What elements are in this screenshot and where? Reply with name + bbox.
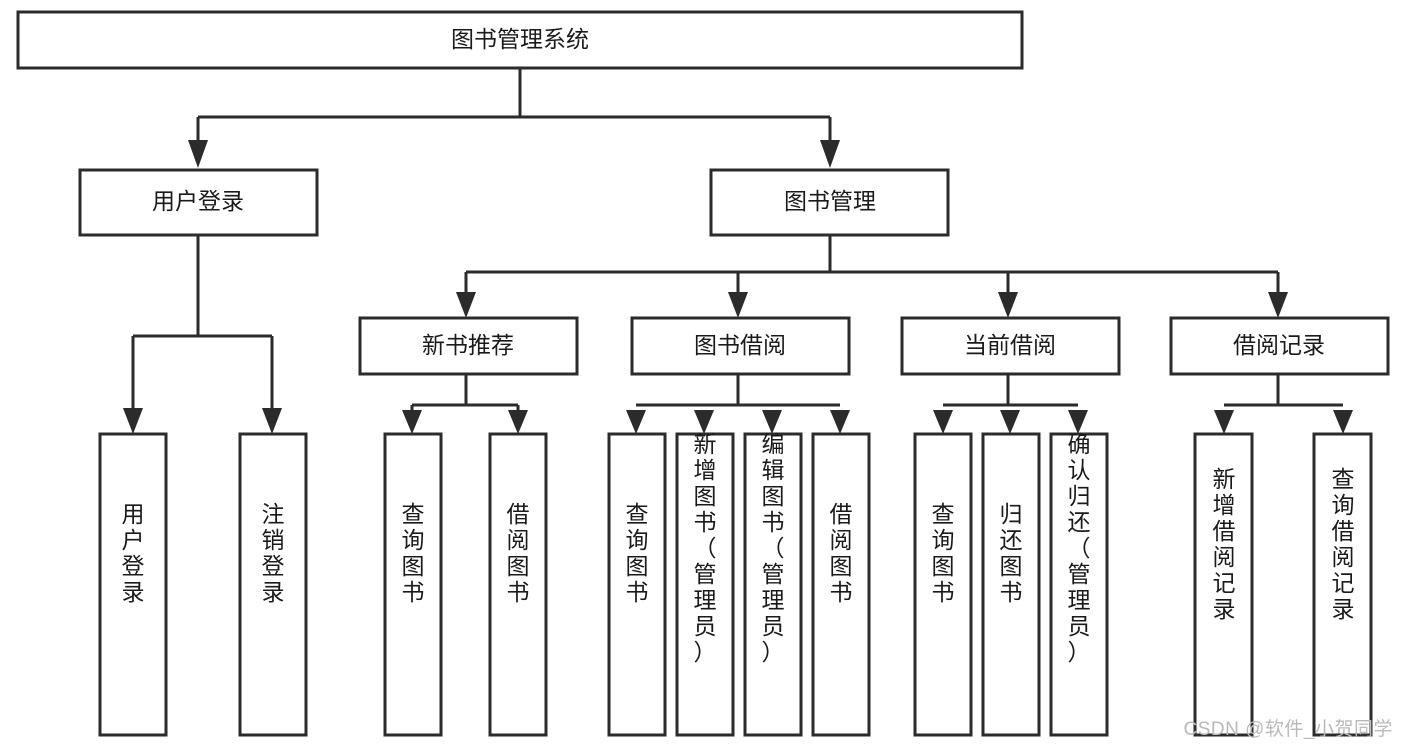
arrow-user-login-to-leaf2-icon [262, 408, 282, 434]
arrow-borrow-record-to-leaf1-icon [1214, 410, 1234, 434]
node-leaf-add-book[interactable]: 新增图书（管理员） [675, 431, 735, 737]
node-leaf-add-record-box[interactable] [1193, 432, 1254, 737]
node-leaf-query-book-3-box[interactable] [913, 432, 973, 737]
node-leaf-borrow-book-2-box[interactable] [811, 432, 871, 737]
node-book-borrow[interactable]: 图书借阅 [630, 316, 851, 376]
node-leaf-borrow-book-2[interactable]: 借阅图书 [811, 432, 871, 737]
node-leaf-add-record-label: 新增借阅记录 [1213, 466, 1236, 622]
arrow-current-borrow-to-leaf1-icon [933, 410, 953, 434]
node-book-manage-label: 图书管理 [784, 188, 876, 214]
arrow-book-borrow-to-leaf1-icon [626, 410, 646, 434]
node-leaf-query-book-2[interactable]: 查询图书 [607, 432, 667, 737]
node-leaf-logout-box[interactable] [238, 432, 308, 737]
node-book-borrow-box[interactable] [630, 316, 851, 376]
node-leaf-query-record-box[interactable] [1312, 432, 1373, 737]
arrow-book-manage-to-new-book-recommend-icon [456, 292, 476, 318]
node-leaf-borrow-book-1-label: 借阅图书 [507, 501, 530, 605]
node-book-manage[interactable]: 图书管理 [709, 168, 950, 237]
connector-group-borrow-record [1214, 374, 1353, 434]
arrow-user-login-to-leaf1-icon [123, 408, 143, 434]
node-leaf-query-book-2-label: 查询图书 [626, 501, 649, 605]
node-borrow-record-box[interactable] [1169, 316, 1390, 376]
node-new-book-recommend-label: 新书推荐 [422, 332, 514, 358]
arrow-book-borrow-to-leaf4-icon [830, 410, 850, 434]
node-book-manage-box[interactable] [709, 168, 950, 237]
arrow-current-borrow-to-leaf2-icon [1000, 410, 1020, 434]
arrow-new-book-recommend-to-leaf1-icon [402, 410, 422, 434]
node-leaf-user-login-box[interactable] [98, 432, 168, 737]
arrow-root-to-book-manage-icon [820, 140, 840, 168]
node-borrow-record-label: 借阅记录 [1233, 332, 1325, 358]
node-leaf-query-book-1-box[interactable] [383, 432, 443, 737]
node-user-login-box[interactable] [78, 168, 319, 237]
node-root-box[interactable] [16, 10, 1024, 70]
node-leaf-query-book-2-box[interactable] [607, 432, 667, 737]
node-leaf-borrow-book-1[interactable]: 借阅图书 [488, 432, 548, 737]
node-leaf-confirm-return[interactable]: 确认归还（管理员） [1049, 431, 1109, 737]
node-leaf-confirm-return-label: 确认归还（管理员） [1068, 431, 1091, 665]
node-new-book-recommend-box[interactable] [358, 316, 579, 376]
arrow-new-book-recommend-to-leaf2-icon [508, 410, 528, 434]
node-leaf-logout[interactable]: 注销登录 [238, 432, 308, 737]
arrow-book-manage-to-borrow-record-icon [1268, 292, 1288, 318]
node-leaf-return-book[interactable]: 归还图书 [981, 432, 1041, 737]
node-leaf-user-login-label: 用户登录 [122, 501, 145, 605]
node-current-borrow[interactable]: 当前借阅 [900, 316, 1121, 376]
node-current-borrow-label: 当前借阅 [964, 332, 1056, 358]
connector-group-new-book-recommend [402, 374, 528, 434]
node-leaf-query-book-3-label: 查询图书 [932, 501, 955, 605]
arrow-book-manage-to-book-borrow-icon [728, 292, 748, 318]
node-leaf-query-book-1[interactable]: 查询图书 [383, 432, 443, 737]
node-leaf-logout-label: 注销登录 [262, 501, 285, 605]
arrow-book-borrow-to-leaf3-icon [762, 410, 782, 434]
node-leaf-user-login[interactable]: 用户登录 [98, 432, 168, 737]
node-leaf-edit-book-box[interactable] [743, 432, 803, 737]
node-leaf-add-record[interactable]: 新增借阅记录 [1193, 432, 1254, 737]
connector-group-root [188, 68, 840, 168]
connector-group-current-borrow [933, 374, 1088, 434]
node-leaf-add-book-label: 新增图书（管理员） [694, 431, 717, 665]
node-user-login-label: 用户登录 [152, 188, 244, 214]
arrow-current-borrow-to-leaf3-icon [1068, 410, 1088, 434]
connector-group-book-manage [456, 235, 1288, 318]
node-leaf-edit-book-label: 编辑图书（管理员） [762, 431, 785, 665]
node-root-label: 图书管理系统 [451, 26, 589, 52]
node-leaf-query-book-1-label: 查询图书 [402, 501, 425, 605]
node-borrow-record[interactable]: 借阅记录 [1169, 316, 1390, 376]
node-book-borrow-label: 图书借阅 [694, 332, 786, 358]
node-leaf-borrow-book-1-box[interactable] [488, 432, 548, 737]
node-leaf-edit-book[interactable]: 编辑图书（管理员） [743, 431, 803, 737]
arrow-book-manage-to-current-borrow-icon [998, 292, 1018, 318]
node-leaf-return-book-label: 归还图书 [1000, 501, 1023, 605]
node-leaf-query-record-label: 查询借阅记录 [1332, 466, 1355, 622]
node-leaf-borrow-book-2-label: 借阅图书 [830, 501, 853, 605]
connector-group-user-login [123, 235, 282, 434]
node-leaf-confirm-return-box[interactable] [1049, 432, 1109, 737]
arrow-borrow-record-to-leaf2-icon [1333, 410, 1353, 434]
arrow-book-borrow-to-leaf2-icon [694, 410, 714, 434]
node-root[interactable]: 图书管理系统 [16, 10, 1024, 70]
node-leaf-query-record[interactable]: 查询借阅记录 [1312, 432, 1373, 737]
node-new-book-recommend[interactable]: 新书推荐 [358, 316, 579, 376]
node-user-login[interactable]: 用户登录 [78, 168, 319, 237]
arrow-root-to-user-login-icon [188, 140, 208, 168]
node-leaf-return-book-box[interactable] [981, 432, 1041, 737]
node-current-borrow-box[interactable] [900, 316, 1121, 376]
node-leaf-add-book-box[interactable] [675, 432, 735, 737]
connector-group-book-borrow [626, 374, 850, 434]
node-leaf-query-book-3[interactable]: 查询图书 [913, 432, 973, 737]
